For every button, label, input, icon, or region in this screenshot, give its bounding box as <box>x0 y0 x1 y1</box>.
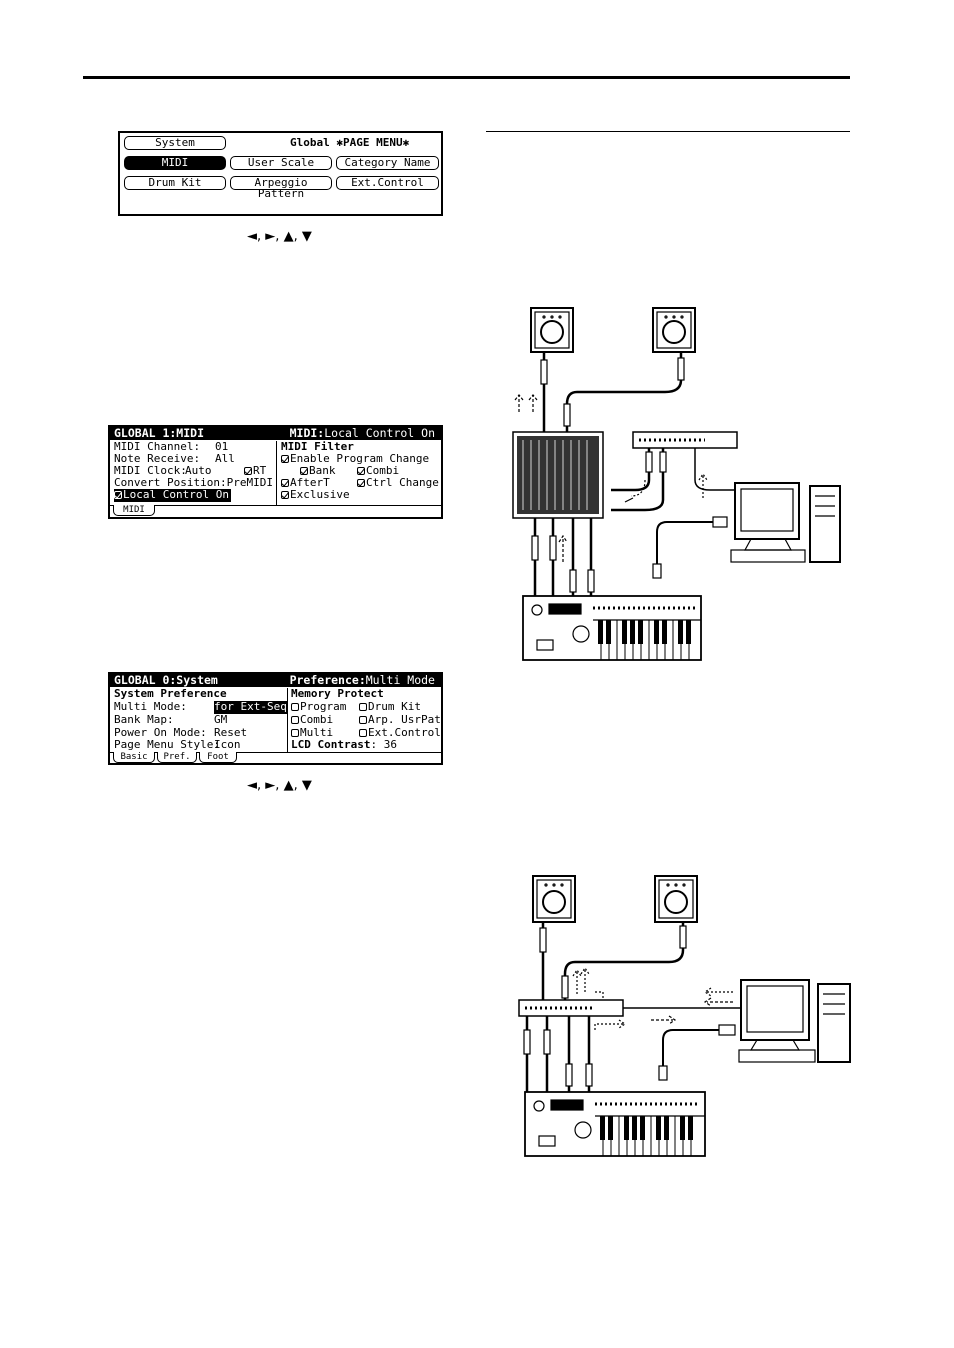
midi-button[interactable]: MIDI <box>124 156 226 170</box>
page-menu-screen: System Global ✱PAGE MENU✱ MIDI User Scal… <box>118 131 443 216</box>
checkbox-icon <box>357 479 365 487</box>
multi-mode-label: Multi Mode: <box>114 700 187 713</box>
user-scale-button[interactable]: User Scale <box>230 156 332 170</box>
ext-control-button[interactable]: Ext.Control <box>336 176 439 190</box>
system-preference-title: System Preference <box>114 687 227 700</box>
category-name-button[interactable]: Category Name <box>336 156 439 170</box>
checkbox-icon <box>359 716 367 724</box>
checkbox-icon <box>300 467 308 475</box>
up-arrow-icon: ▲ <box>283 778 294 793</box>
checkbox-icon <box>291 729 299 737</box>
multi-checkbox[interactable]: Multi <box>291 726 333 740</box>
note-receive-value[interactable]: All <box>215 452 235 465</box>
nav-arrows-2: ◄, ►, ▲, ▼ <box>247 778 312 793</box>
column-divider <box>287 688 288 752</box>
left-arrow-icon: ◄ <box>247 229 257 244</box>
midi-filter-title: MIDI Filter <box>281 440 354 453</box>
tab-pref[interactable]: Pref. <box>157 752 197 763</box>
tab-foot[interactable]: Foot <box>199 752 237 763</box>
page-menu-style-value[interactable]: Icon <box>214 738 241 751</box>
checkbox-icon <box>359 703 367 711</box>
program-checkbox[interactable]: Program <box>291 700 346 714</box>
system-screen: GLOBAL 0:System Preference:Multi Mode Sy… <box>108 672 443 765</box>
enable-program-change-checkbox[interactable]: Enable Program Change <box>281 452 429 466</box>
memory-protect-title: Memory Protect <box>291 687 384 700</box>
ctrl-change-checkbox[interactable]: Ctrl Change <box>357 476 439 490</box>
checkbox-icon <box>291 703 299 711</box>
tab-midi[interactable]: MIDI <box>113 505 155 516</box>
speaker-left-icon <box>532 875 576 923</box>
note-receive-label: Note Receive: <box>114 452 201 465</box>
multi-mode-value[interactable]: for Ext-Seq <box>214 700 288 714</box>
power-on-label: Power On Mode: <box>114 726 207 739</box>
ext-control-checkbox[interactable]: Ext.Control <box>359 726 441 740</box>
page-menu-title: Global ✱PAGE MENU✱ <box>290 136 410 149</box>
midi-screen-header: GLOBAL 1:MIDI MIDI:Local Control On <box>110 427 441 440</box>
bank-map-label: Bank Map: <box>114 713 174 726</box>
column-divider <box>276 441 277 505</box>
exclusive-checkbox[interactable]: Exclusive <box>281 488 350 502</box>
page-top-rule <box>83 76 850 79</box>
drum-kit-button[interactable]: Drum Kit <box>124 176 226 190</box>
section-rule <box>486 131 850 132</box>
nav-arrows-1: ◄, ►, ▲, ▼ <box>247 229 312 244</box>
arp-usrpat-checkbox[interactable]: Arp. UsrPat <box>359 713 441 727</box>
down-arrow-icon: ▼ <box>301 229 312 244</box>
audio-interface-icon <box>632 431 738 449</box>
arpeggio-pattern-button[interactable]: Arpeggio Pattern <box>230 176 332 199</box>
midi-channel-row: MIDI Channel: <box>114 440 201 453</box>
checkbox-icon <box>291 716 299 724</box>
computer-icon <box>738 979 851 1063</box>
interface-connection-diagram <box>518 875 851 1157</box>
computer-icon <box>730 482 841 563</box>
midi-channel-value[interactable]: 01 <box>215 440 229 453</box>
midi-clock-label: MIDI Clock: <box>114 464 187 477</box>
tab-bar-line <box>110 505 441 506</box>
checkbox-icon <box>359 729 367 737</box>
speaker-left-icon <box>530 307 574 353</box>
midi-screen: GLOBAL 1:MIDI MIDI:Local Control On MIDI… <box>108 425 443 519</box>
page-menu-style-label: Page Menu Style: <box>114 738 220 751</box>
audio-interface-icon <box>518 999 624 1017</box>
power-on-value[interactable]: Reset <box>214 726 248 739</box>
mixer-icon <box>512 431 604 519</box>
speaker-right-icon <box>652 307 696 353</box>
right-arrow-icon: ► <box>265 778 276 793</box>
rt-checkbox[interactable]: RT <box>244 464 266 478</box>
local-control-checkbox[interactable]: Local Control On <box>114 488 231 502</box>
bank-checkbox[interactable]: Bank <box>300 464 336 478</box>
system-screen-header: GLOBAL 0:System Preference:Multi Mode <box>110 674 441 687</box>
keyboard-synth-icon <box>524 1091 706 1157</box>
checkbox-icon <box>244 467 252 475</box>
lcd-contrast-row[interactable]: LCD Contrast: 36 <box>291 738 397 751</box>
checkbox-icon <box>114 491 122 499</box>
midi-clock-value[interactable]: Auto <box>185 464 212 477</box>
checkbox-icon <box>281 455 289 463</box>
mixer-connection-diagram <box>512 307 841 661</box>
speaker-right-icon <box>654 875 698 923</box>
drum-kit-checkbox[interactable]: Drum Kit <box>359 700 421 714</box>
up-arrow-icon: ▲ <box>283 229 294 244</box>
checkbox-icon <box>281 479 289 487</box>
combi-checkbox[interactable]: Combi <box>291 713 333 727</box>
system-button[interactable]: System <box>124 136 226 150</box>
combi-checkbox[interactable]: Combi <box>357 464 399 478</box>
convert-position-row[interactable]: Convert Position:PreMIDI <box>114 476 273 489</box>
checkbox-icon <box>281 491 289 499</box>
bank-map-value[interactable]: GM <box>214 713 228 726</box>
keyboard-synth-icon <box>522 595 702 661</box>
tab-basic[interactable]: Basic <box>113 752 155 763</box>
down-arrow-icon: ▼ <box>301 778 312 793</box>
right-arrow-icon: ► <box>265 229 276 244</box>
after-t-checkbox[interactable]: AfterT <box>281 476 330 490</box>
checkbox-icon <box>357 467 365 475</box>
left-arrow-icon: ◄ <box>247 778 257 793</box>
tab-bar-line <box>110 752 441 753</box>
